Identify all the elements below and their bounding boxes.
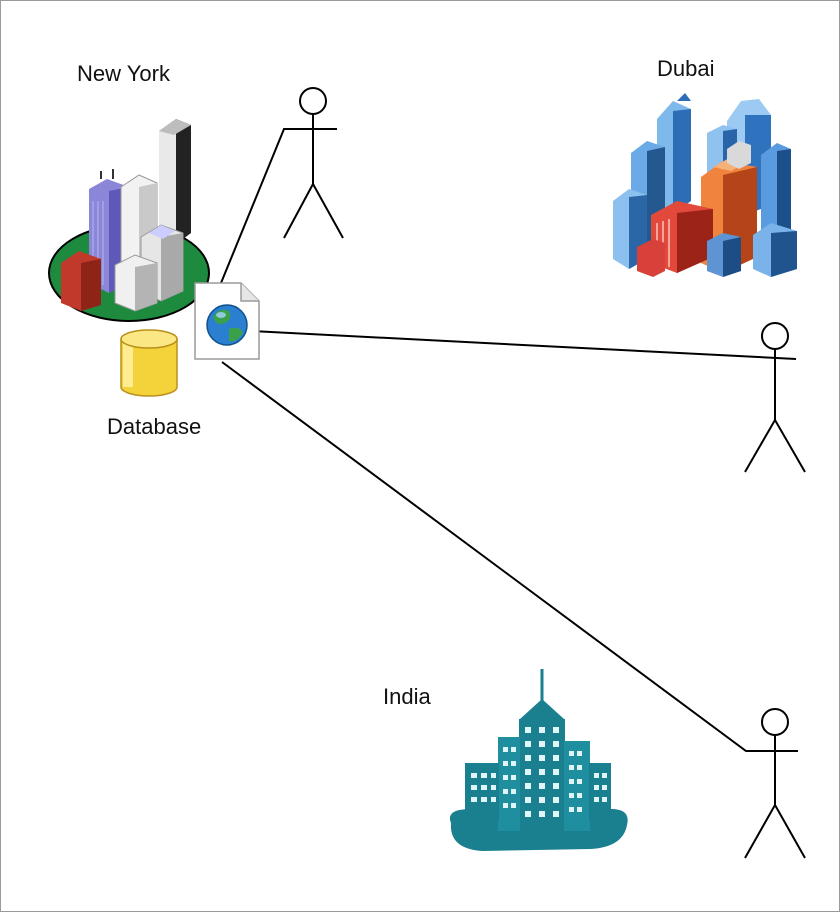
user-india-icon xyxy=(744,708,806,859)
database-cylinder-icon xyxy=(120,329,178,397)
india-city-icon xyxy=(449,669,628,851)
user-new-york-icon xyxy=(283,87,344,239)
web-document-globe-icon xyxy=(194,282,260,360)
user-dubai-icon xyxy=(744,322,806,473)
dubai-label: Dubai xyxy=(657,56,715,81)
connection-to-user-india xyxy=(221,361,798,752)
connection-to-user-new-york xyxy=(220,128,337,284)
new-york-label: New York xyxy=(77,61,170,86)
dubai-city-icon xyxy=(613,93,797,277)
new-york-city-icon xyxy=(48,119,210,322)
connections xyxy=(220,128,798,752)
connection-to-user-dubai xyxy=(250,330,797,360)
india-label: India xyxy=(383,684,431,709)
database-label: Database xyxy=(107,414,202,439)
